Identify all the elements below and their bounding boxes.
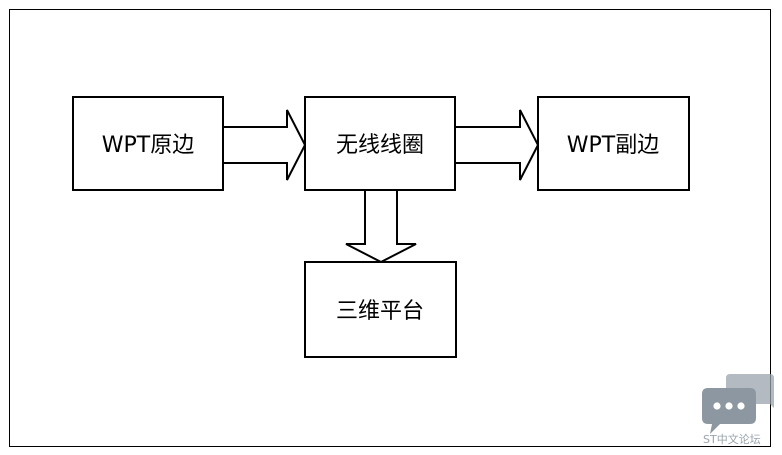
arrow-coil-to-secondary [454,109,540,181]
node-coil-label: 无线线圈 [336,133,424,158]
arrow-coil-to-platform [345,189,417,264]
node-wpt-primary: WPT原边 [72,96,224,191]
node-wpt-primary-label: WPT原边 [102,133,194,158]
node-platform: 三维平台 [304,261,457,358]
watermark-label: ST中文论坛 [703,433,761,446]
node-wpt-secondary: WPT副边 [537,96,690,191]
node-platform-label: 三维平台 [336,299,424,324]
node-coil: 无线线圈 [304,96,456,191]
chat-bubbles-icon [702,374,774,434]
arrow-primary-to-coil [222,109,307,181]
node-wpt-secondary-label: WPT副边 [567,133,659,158]
